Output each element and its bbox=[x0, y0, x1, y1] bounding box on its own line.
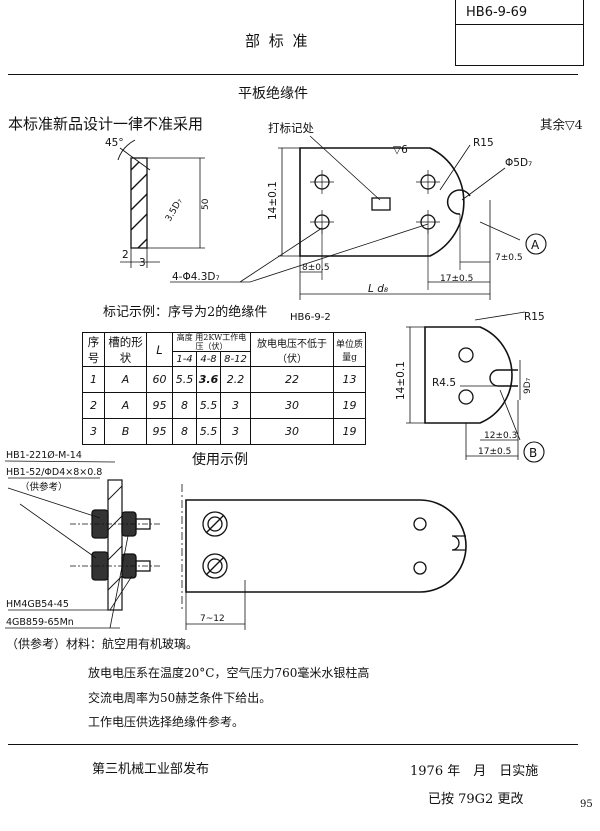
plan-view bbox=[170, 135, 547, 300]
revision-note: 已按 79G2 更改 bbox=[428, 792, 524, 807]
implementation-date: 1976 年 月 日实施 bbox=[410, 764, 539, 779]
thick-2-label: 2 bbox=[122, 249, 129, 261]
issuer: 第三机械工业部发布 bbox=[92, 762, 210, 777]
usage-drawing bbox=[4, 460, 467, 630]
standard-code: HB6-9-69 bbox=[466, 5, 528, 20]
width-dim-label: 14±0.1 bbox=[267, 181, 279, 220]
roughness-rest: 其余▽4 bbox=[540, 117, 583, 132]
standard-type: 部 标 准 bbox=[245, 32, 310, 50]
usage-ref-2-note: （供参考） bbox=[20, 481, 68, 493]
standard-code-box: HB6-9-69 bbox=[455, 0, 584, 66]
col-seq: 序号 bbox=[82, 332, 105, 367]
hole-dim-label: Φ5D₇ bbox=[505, 157, 532, 169]
marking-example-code: HB6-9-2 bbox=[290, 312, 331, 323]
dim-8-label: 8±0.5 bbox=[302, 263, 330, 273]
note-2: 放电电压系在温度20°C，空气压力760毫米水银柱高 bbox=[88, 666, 370, 680]
col-range-3: 8-12 bbox=[220, 351, 251, 367]
usage-ref-4: 4GB859-65Mn bbox=[6, 617, 74, 628]
notice-text: 本标准新品设计一律不准采用 bbox=[8, 115, 204, 133]
col-height: 高度 bbox=[176, 333, 193, 342]
usage-ref-2: HB1-52/ΦD4×8×0.8 bbox=[6, 467, 102, 478]
detail-17-label: 17±0.5 bbox=[478, 447, 511, 457]
col-groove: 槽的形状 bbox=[104, 332, 147, 367]
detail-slot-label: 9D₇ bbox=[523, 377, 533, 394]
table-row: 2 A 95 8 5.5 3 30 19 bbox=[82, 392, 366, 419]
page-title: 平板绝缘件 bbox=[238, 86, 308, 102]
length-dim-label: L d₈ bbox=[368, 283, 389, 295]
detail-view-b bbox=[406, 311, 545, 463]
angle-label: 45° bbox=[105, 137, 124, 149]
table-row: 3 B 95 8 5.5 3 30 19 bbox=[82, 418, 366, 445]
col-voltage: 用2KW工作电压（伏） bbox=[195, 333, 247, 351]
spec-table: 序号 槽的形状 L 高度 用2KW工作电压（伏） 放电电压不低于（伏） 单位质量… bbox=[82, 332, 366, 445]
usage-ref-3: HM4GB54-45 bbox=[6, 599, 69, 610]
note-4: 工作电压供选择绝缘件参考。 bbox=[88, 715, 245, 729]
col-weight: 单位质量g bbox=[333, 332, 366, 367]
dim-50-label: 50 bbox=[201, 198, 211, 210]
note-1: （供参考）材料：航空用有机玻璃。 bbox=[6, 637, 199, 651]
marking-example-text: 标记示例：序号为2的绝缘件 bbox=[103, 305, 268, 320]
thick-3-label: 3 bbox=[139, 257, 146, 269]
radius-label: R15 bbox=[473, 137, 494, 149]
dim-35-label: 3.5D₇ bbox=[164, 197, 185, 224]
code-box-divider bbox=[456, 24, 583, 25]
col-range-2: 4-8 bbox=[196, 351, 221, 367]
dim-7-label: 7±0.5 bbox=[495, 253, 523, 263]
view-b-label: B bbox=[529, 446, 537, 460]
usage-dim-label: 7~12 bbox=[200, 614, 225, 624]
detail-12-label: 12±0.3 bbox=[484, 431, 517, 441]
col-discharge: 放电电压不低于（伏） bbox=[250, 332, 334, 367]
view-a-label: A bbox=[531, 238, 540, 252]
detail-width-label: 14±0.1 bbox=[395, 361, 407, 400]
usage-ref-1: HB1-221Ø-M-14 bbox=[6, 450, 82, 461]
roughness-local-label: ▽6 bbox=[393, 144, 408, 156]
side-view bbox=[117, 139, 205, 268]
usage-title: 使用示例 bbox=[192, 452, 248, 468]
col-length: L bbox=[146, 332, 173, 367]
detail-radius-label: R15 bbox=[524, 311, 545, 323]
note-3: 交流电周率为50赫芝条件下给出。 bbox=[88, 691, 272, 705]
dim-17-label: 17±0.5 bbox=[440, 274, 473, 284]
header-rule bbox=[8, 74, 578, 75]
holes-dim-label: 4-Φ4.3D₇ bbox=[172, 271, 220, 283]
table-row: 1 A 60 5.5 3.6 2.2 22 13 bbox=[82, 366, 366, 393]
footer-rule bbox=[8, 744, 578, 745]
detail-r45-label: R4.5 bbox=[432, 377, 456, 389]
page-number: 95 bbox=[580, 799, 593, 810]
col-range-1: 1-4 bbox=[172, 351, 197, 367]
mark-location-label: 打标记处 bbox=[268, 121, 314, 135]
